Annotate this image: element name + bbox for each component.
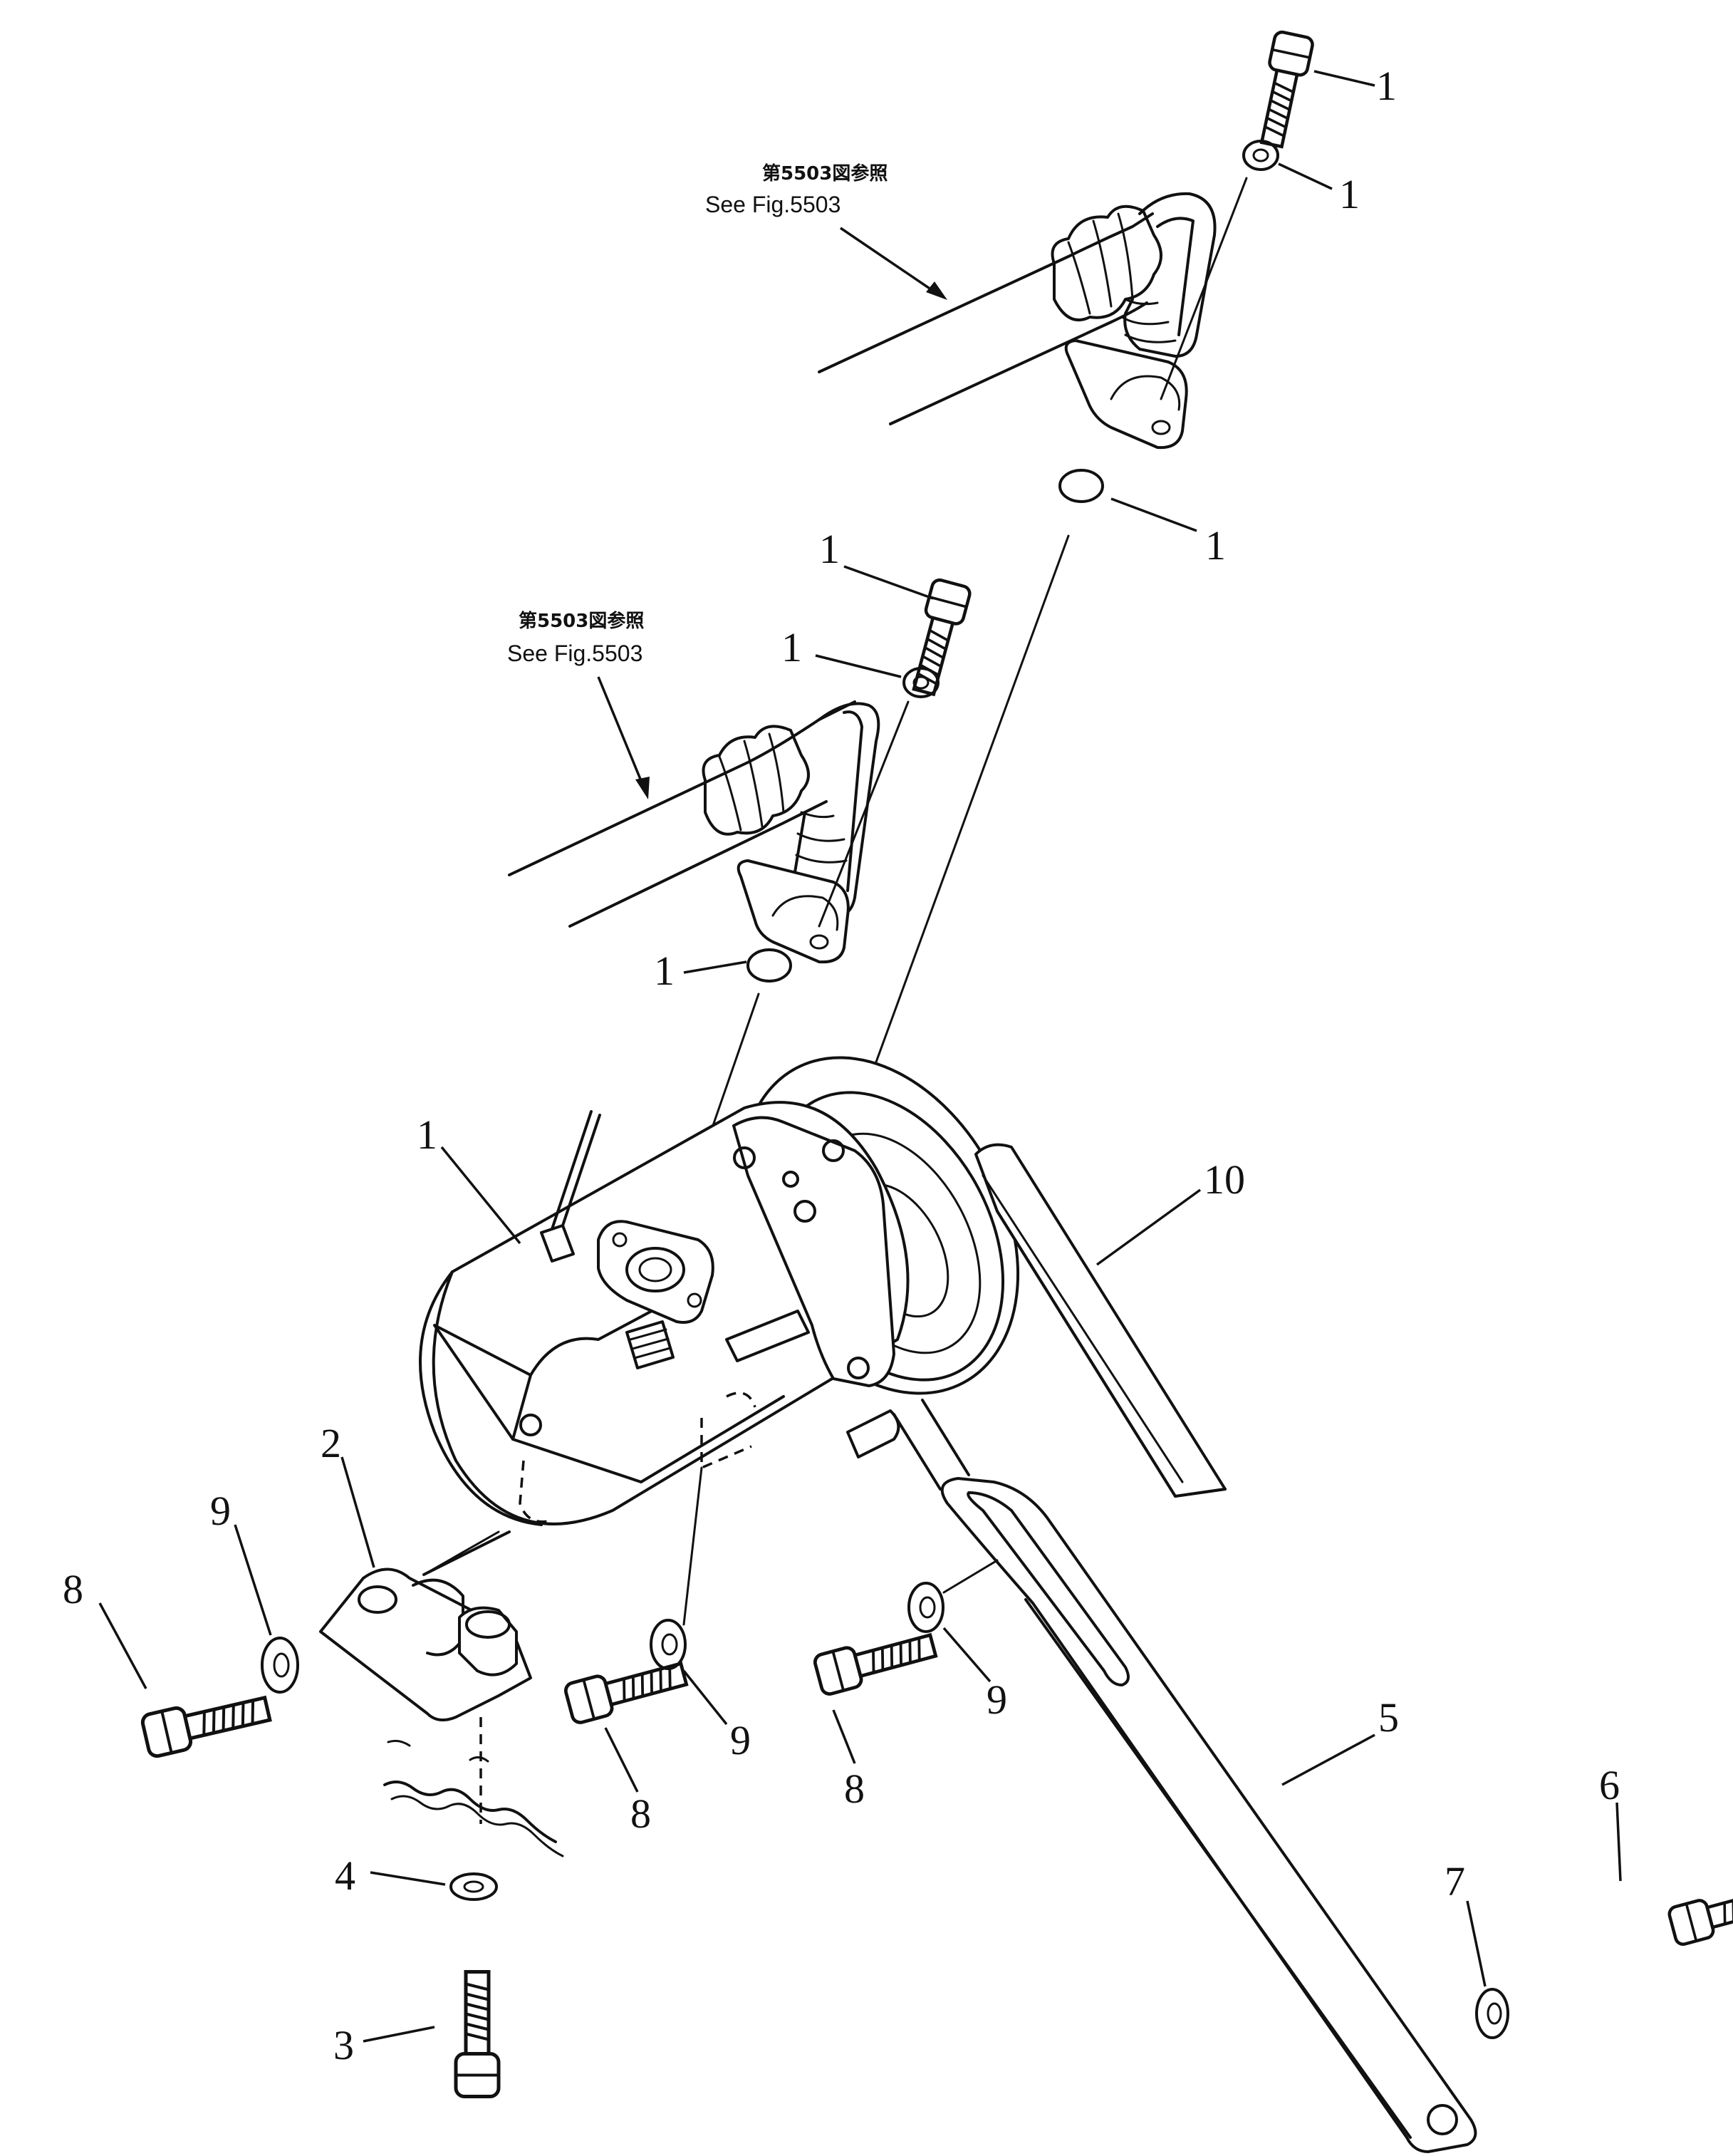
callout-arm-washer: 7 <box>1445 1858 1465 1904</box>
callout-upper-oring: 1 <box>1205 522 1226 569</box>
upper-reference: 第5503図参照 See Fig.5503 <box>705 162 947 300</box>
adjust-arm: 5 <box>940 1477 1477 2153</box>
bolt-left: 8 <box>63 1566 272 1758</box>
upper-oring: 1 <box>846 469 1226 1141</box>
washer-mid: 9 <box>650 1619 751 1763</box>
callout-bolt-left: 8 <box>63 1566 83 1612</box>
lower-hose-assembly <box>508 700 880 964</box>
callout-washer-left: 9 <box>210 1488 231 1534</box>
callout-washer-bottom: 4 <box>335 1852 355 1899</box>
lower-bolt: 1 <box>819 526 972 697</box>
arm-bolt: 6 <box>1599 1762 1733 1946</box>
callout-compressor: 1 <box>417 1111 437 1158</box>
lower-reference-jp: 第5503図参照 <box>519 610 644 632</box>
callout-washer-mid: 9 <box>730 1717 751 1763</box>
callout-upper-bolt: 1 <box>1376 63 1397 109</box>
washer-left: 9 <box>210 1488 299 1694</box>
callout-lower-bolt: 1 <box>819 526 840 572</box>
upper-hose-assembly <box>818 192 1217 450</box>
upper-bolt: 1 <box>1253 31 1397 148</box>
bolt-right: 8 <box>813 1626 938 1812</box>
v-belt: 10 <box>974 1143 1245 1498</box>
lower-reference-en: See Fig.5503 <box>507 641 642 666</box>
callout-bolt-mid: 8 <box>630 1790 651 1837</box>
upper-reference-en: See Fig.5503 <box>705 192 841 217</box>
compressor: 1 <box>417 1056 1020 1526</box>
washer-right: 9 <box>907 1559 1007 1723</box>
callout-upper-lockwasher: 1 <box>1339 171 1360 217</box>
callout-adjust-arm: 5 <box>1378 1694 1399 1741</box>
callout-washer-right: 9 <box>987 1676 1007 1723</box>
arm-washer: 7 <box>1445 1858 1509 2039</box>
callout-v-belt: 10 <box>1204 1156 1245 1203</box>
upper-lockwasher: 1 <box>1160 140 1360 400</box>
callout-bracket: 2 <box>321 1420 341 1466</box>
callout-lower-oring: 1 <box>654 948 675 994</box>
callout-bolt-right: 8 <box>844 1766 865 1812</box>
bolt-mid: 8 <box>564 1654 689 1837</box>
bolt-bottom: 3 <box>333 1972 499 2097</box>
upper-reference-jp: 第5503図参照 <box>762 162 888 185</box>
washer-bottom: 4 <box>335 1852 498 1901</box>
mount-surface <box>383 1781 564 1857</box>
lower-reference: 第5503図参照 See Fig.5503 <box>507 610 650 799</box>
lower-lockwasher: 1 <box>781 624 940 928</box>
callout-bolt-bottom: 3 <box>333 2022 354 2068</box>
callout-arm-bolt: 6 <box>1599 1762 1620 1808</box>
callout-lower-lockwasher: 1 <box>781 624 802 670</box>
